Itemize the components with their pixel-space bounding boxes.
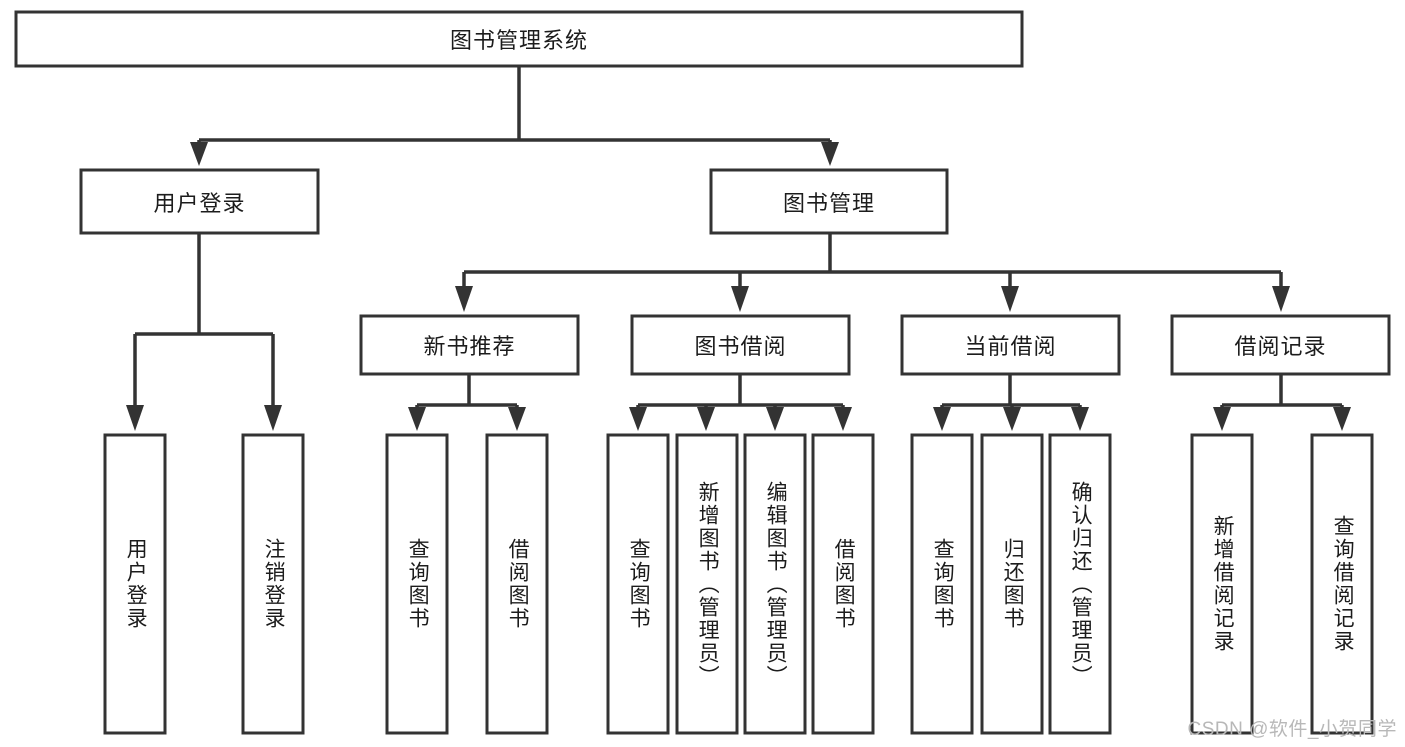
connector-group-user-login xyxy=(126,233,282,431)
node-leaf-logout-login[interactable] xyxy=(241,433,305,735)
node-leaf-return-book[interactable] xyxy=(980,433,1044,735)
arrow-head-leaf-edit-book-admin xyxy=(766,407,784,431)
node-leaf-query-borrow-record[interactable] xyxy=(1310,433,1374,735)
arrow-head-book-borrow xyxy=(731,286,749,312)
arrow-head-current-borrow xyxy=(1001,286,1019,312)
node-book-borrow[interactable] xyxy=(630,314,851,376)
arrow-head-leaf-return-book xyxy=(1003,407,1021,431)
node-leaf-query-book-recommend[interactable] xyxy=(385,433,449,735)
arrow-head-leaf-user-login xyxy=(126,405,144,431)
arrow-head-leaf-query-book-current xyxy=(933,407,951,431)
arrow-head-book-management xyxy=(821,142,839,166)
node-leaf-add-book-admin[interactable] xyxy=(675,433,739,735)
arrow-head-leaf-borrow-book-recommend xyxy=(508,407,526,431)
connector-group-borrow-record xyxy=(1213,374,1351,431)
arrow-head-new-book-recommend xyxy=(455,286,473,312)
node-leaf-edit-book-admin[interactable] xyxy=(743,433,807,735)
node-user-login[interactable] xyxy=(79,168,320,235)
node-leaf-confirm-return-admin[interactable] xyxy=(1048,433,1112,735)
arrow-head-leaf-query-book-recommend xyxy=(408,407,426,431)
node-leaf-query-book-current[interactable] xyxy=(910,433,974,735)
node-leaf-borrow-book-recommend[interactable] xyxy=(485,433,549,735)
connector-group-book-management xyxy=(455,233,1290,312)
node-current-borrow[interactable] xyxy=(900,314,1121,376)
connector-group-current-borrow xyxy=(933,374,1089,431)
arrow-head-leaf-query-book-borrow xyxy=(629,407,647,431)
connector-group-book-borrow xyxy=(629,374,852,431)
node-new-book-recommend[interactable] xyxy=(359,314,580,376)
node-root-system[interactable] xyxy=(14,10,1024,68)
arrow-head-leaf-add-borrow-record xyxy=(1213,407,1231,431)
arrow-head-user-login xyxy=(190,142,208,166)
arrow-head-leaf-logout-login xyxy=(264,405,282,431)
node-borrow-record[interactable] xyxy=(1170,314,1391,376)
arrow-head-leaf-add-book-admin xyxy=(697,407,715,431)
csdn-watermark: CSDN @软件_小贺同学 xyxy=(1187,719,1397,740)
arrow-head-borrow-record xyxy=(1272,286,1290,312)
node-leaf-user-login[interactable] xyxy=(103,433,167,735)
node-book-management[interactable] xyxy=(709,168,949,235)
node-leaf-query-book-borrow[interactable] xyxy=(606,433,670,735)
node-leaf-borrow-book[interactable] xyxy=(811,433,875,735)
node-leaf-add-borrow-record[interactable] xyxy=(1190,433,1254,735)
arrow-head-leaf-borrow-book xyxy=(834,407,852,431)
arrow-head-leaf-query-borrow-record xyxy=(1333,407,1351,431)
connector-group-new-book-recommend xyxy=(408,374,526,431)
arrow-head-leaf-confirm-return-admin xyxy=(1071,407,1089,431)
connector-group-root xyxy=(190,66,839,166)
